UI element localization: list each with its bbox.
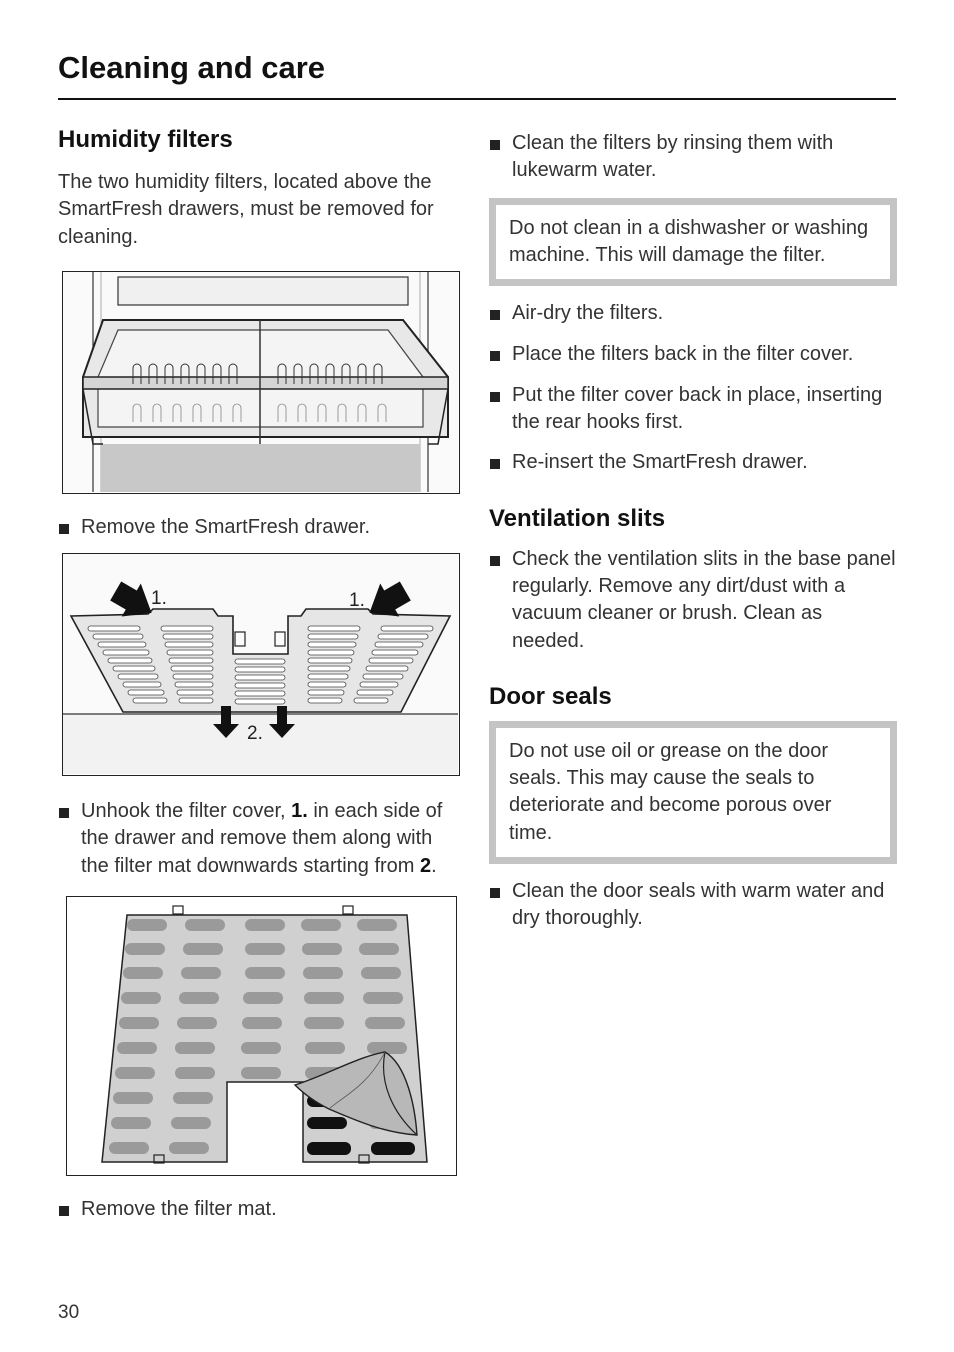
arrow-2-right-icon	[269, 706, 295, 739]
step-place-back-text: Place the filters back in the filter cov…	[512, 343, 854, 366]
step-cover-back: Put the filter cover back in place, inse…	[489, 382, 897, 437]
warning-note-door-seals: Do not use oil or grease on the door sea…	[489, 720, 897, 865]
step-clean-door-seals-text: Clean the door seals with warm water and…	[512, 880, 885, 930]
step-remove-mat-text: Remove the filter mat.	[81, 1198, 277, 1221]
title-divider	[58, 98, 896, 100]
filter-cover-illustration: 1. 1. 2.	[62, 553, 460, 777]
filter-mat-drawing	[67, 897, 455, 1175]
drawer-illustration	[62, 270, 460, 494]
step-reinsert-drawer: Re-insert the SmartFresh drawer.	[489, 449, 897, 476]
step-remove-mat: Remove the filter mat.	[58, 1196, 460, 1223]
step-air-dry: Air-dry the filters.	[489, 300, 897, 327]
step-rinse-text: Clean the filters by rinsing them with l…	[512, 132, 834, 182]
step-rinse: Clean the filters by rinsing them with l…	[489, 130, 897, 185]
step-clean-door-seals: Clean the door seals with warm water and…	[489, 878, 897, 933]
mat-holes-uncovered	[307, 1095, 415, 1156]
step-reinsert-drawer-text: Re-insert the SmartFresh drawer.	[512, 451, 808, 474]
humidity-intro: The two humidity filters, located above …	[58, 171, 434, 248]
label-1-left: 1.	[151, 588, 167, 609]
right-column: Clean the filters by rinsing them with l…	[489, 122, 897, 933]
step-air-dry-text: Air-dry the filters.	[512, 302, 664, 325]
drawer-drawing	[63, 271, 458, 492]
step-place-back: Place the filters back in the filter cov…	[489, 341, 897, 368]
arrow-1-right-icon	[369, 581, 411, 617]
page-number: 30	[58, 1302, 80, 1323]
label-1-right: 1.	[349, 590, 365, 611]
step-unhook-bold-1: 1.	[291, 800, 308, 823]
cover-slats-left	[87, 625, 214, 704]
step-unhook-text-2: in each side of the drawer and remove th…	[81, 800, 443, 877]
page-title: Cleaning and care	[58, 50, 326, 85]
step-cover-back-text: Put the filter cover back in place, inse…	[512, 383, 883, 434]
step-ventilation: Check the ventilation slits in the base …	[489, 546, 897, 655]
step-unhook-bold-2: 2	[420, 854, 432, 877]
warning-note-dishwasher: Do not clean in a dishwasher or washing …	[489, 197, 897, 287]
filter-mat-illustration	[66, 896, 457, 1177]
step-remove-drawer-text: Remove the SmartFresh drawer.	[81, 515, 370, 538]
step-unhook: Unhook the filter cover, 1. in each side…	[58, 798, 460, 880]
arrow-1-left-icon	[110, 581, 152, 617]
cover-slats-center	[234, 658, 286, 705]
cover-slats-right	[307, 625, 434, 704]
ventilation-slits-heading: Ventilation slits	[489, 504, 666, 532]
door-seals-heading: Door seals	[489, 682, 612, 710]
left-column: Humidity filters The two humidity filter…	[58, 122, 460, 1223]
step-unhook-text-3: .	[431, 854, 437, 877]
label-2: 2.	[247, 723, 263, 744]
mat-holes	[109, 919, 409, 1155]
step-unhook-text-1: Unhook the filter cover,	[81, 800, 292, 823]
step-remove-drawer: Remove the SmartFresh drawer.	[58, 514, 460, 541]
arrow-2-left-icon	[213, 706, 239, 739]
step-ventilation-text: Check the ventilation slits in the base …	[512, 547, 896, 652]
humidity-filters-heading: Humidity filters	[58, 126, 233, 153]
filter-cover-drawing: 1. 1. 2.	[63, 554, 458, 775]
